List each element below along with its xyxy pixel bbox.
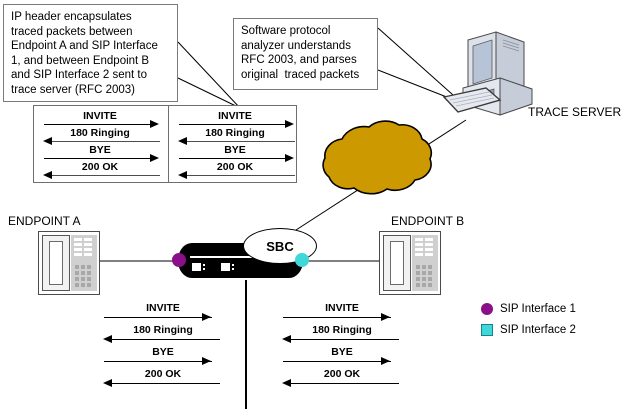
flow-bottom-right-arrow-2: [282, 335, 291, 343]
endpoint-b-phone-icon: [379, 231, 441, 295]
callout-ip-header-note: IP header encapsulates traced packets be…: [3, 4, 178, 102]
flow-bottom-left-line-1: [104, 317, 212, 318]
phone-a-handset: [42, 235, 70, 291]
flow-bottom-right-label-3: BYE: [331, 346, 353, 358]
flow-bottom-left-arrow-4: [103, 379, 112, 387]
flow-bottom-right-label-2: 180 Ringing: [312, 324, 372, 336]
callout-1-line-2: traced packets between: [11, 25, 133, 38]
flow-top-left-label-3: BYE: [89, 144, 111, 156]
callout-1-line-4: 1, and between Endpoint B: [11, 54, 150, 67]
callout-1-line-6: trace server (RFC 2003): [11, 83, 135, 96]
sbc-faceplate-slot: [190, 256, 260, 258]
endpoint-b-label: ENDPOINT B: [391, 214, 465, 228]
sbc-port-2-led: [232, 264, 234, 266]
flow-bottom-right-arrow-1: [381, 313, 390, 321]
phone-b-keypad: [416, 265, 434, 287]
legend-item-sip-interface-2: SIP Interface 2: [481, 324, 576, 336]
sip-interface-1-dot: [172, 253, 186, 267]
sbc-port-2-led2: [232, 268, 234, 270]
flow-top-left-arrow-2: [43, 137, 52, 145]
network-cloud: [322, 120, 433, 195]
flow-top-right-line-2: [187, 141, 295, 142]
flow-top-left-arrow-1: [150, 120, 159, 128]
flow-top-left-line-1: [44, 124, 152, 125]
sip-flow-box-top: [33, 105, 297, 183]
flow-top-right-arrow-4: [178, 171, 187, 179]
sip-interface-2-dot: [295, 253, 309, 267]
callout-2-line-1: Software protocol: [241, 25, 331, 37]
flow-top-left-label-4: 200 OK: [81, 161, 119, 173]
sbc-port-1: [192, 263, 201, 271]
callout-2-leader-lines: [377, 27, 463, 104]
phone-a-body: [71, 235, 97, 291]
legend-item-sip-interface-1: SIP Interface 1: [481, 303, 576, 315]
flow-bottom-right-line-4: [291, 383, 399, 384]
phone-b-handset: [383, 235, 411, 291]
sbc-port-1-led: [203, 264, 205, 266]
flow-bottom-right-label-1: INVITE: [325, 302, 359, 314]
callout-1-line-3: Endpoint A and SIP Interface: [11, 40, 158, 53]
flow-top-left-line-3: [44, 158, 152, 159]
legend-square-swatch-icon: [481, 324, 493, 336]
phone-a-keypad: [75, 265, 93, 287]
flow-bottom-left-arrow-3: [202, 357, 211, 365]
flow-bottom-left-label-3: BYE: [152, 346, 174, 358]
flow-bottom-left-label-2: 180 Ringing: [133, 324, 193, 336]
sip-flow-top-divider: [168, 106, 169, 182]
callout-1-line-1: IP header encapsulates: [11, 11, 132, 23]
flow-bottom-left-arrow-2: [103, 335, 112, 343]
phone-b-handset-inner: [390, 241, 404, 285]
flow-top-right-line-1: [179, 124, 287, 125]
legend-circle-swatch-icon: [481, 303, 493, 315]
wire-endpoint-a-to-sbc: [100, 260, 180, 262]
callout-2-line-4: original traced packets: [241, 68, 360, 81]
flow-bottom-right-arrow-3: [381, 357, 390, 365]
sbc-port-1-led2: [203, 268, 205, 270]
flow-bottom-right-label-4: 200 OK: [323, 368, 361, 380]
flow-top-right-label-1: INVITE: [218, 110, 252, 122]
legend-label-2: SIP Interface 2: [500, 324, 576, 336]
flow-bottom-right-line-2: [291, 339, 399, 340]
flow-top-right-label-3: BYE: [224, 144, 246, 156]
flow-top-left-arrow-3: [150, 154, 159, 162]
flow-bottom-right-arrow-4: [282, 379, 291, 387]
trace-server-label: TRACE SERVER: [528, 105, 622, 119]
flow-top-right-label-4: 200 OK: [216, 161, 254, 173]
flow-top-right-line-4: [187, 175, 295, 176]
callout-2-line-2: analyzer understands: [241, 39, 351, 52]
flow-top-right-line-3: [179, 158, 287, 159]
flow-bottom-left-line-2: [112, 339, 220, 340]
phone-b-line-keys: [415, 238, 435, 258]
flow-bottom-left-label-1: INVITE: [146, 302, 180, 314]
callout-1-leader-lines: [177, 41, 241, 109]
legend-label-1: SIP Interface 1: [500, 303, 576, 315]
endpoint-a-label: ENDPOINT A: [8, 214, 81, 228]
flow-top-right-label-2: 180 Ringing: [205, 127, 265, 139]
flow-split-line: [245, 280, 247, 409]
flow-bottom-left-line-3: [104, 361, 212, 362]
flow-bottom-left-label-4: 200 OK: [144, 368, 182, 380]
flow-top-right-arrow-3: [285, 154, 294, 162]
trace-server-icon: [442, 31, 533, 116]
phone-b-body: [412, 235, 438, 291]
sbc-port-2: [221, 263, 230, 271]
callout-analyzer-note: Software protocol analyzer understands R…: [233, 18, 378, 90]
flow-bottom-right-line-1: [283, 317, 391, 318]
flow-top-right-arrow-1: [285, 120, 294, 128]
phone-a-handset-inner: [49, 241, 63, 285]
flow-top-left-arrow-4: [43, 171, 52, 179]
flow-bottom-right-line-3: [283, 361, 391, 362]
callout-1-line-5: and SIP Interface 2 sent to: [11, 69, 147, 82]
flow-bottom-left-line-4: [112, 383, 220, 384]
wire-sbc-to-endpoint-b: [300, 260, 380, 262]
flow-top-right-arrow-2: [178, 137, 187, 145]
flow-bottom-left-arrow-1: [202, 313, 211, 321]
flow-top-left-label-1: INVITE: [83, 110, 117, 122]
phone-a-line-keys: [74, 238, 94, 258]
callout-2-line-3: RFC 2003, and parses: [241, 54, 357, 67]
flow-top-left-line-4: [52, 175, 160, 176]
endpoint-a-phone-icon: [38, 231, 100, 295]
flow-top-left-label-2: 180 Ringing: [70, 127, 130, 139]
flow-top-left-line-2: [52, 141, 160, 142]
